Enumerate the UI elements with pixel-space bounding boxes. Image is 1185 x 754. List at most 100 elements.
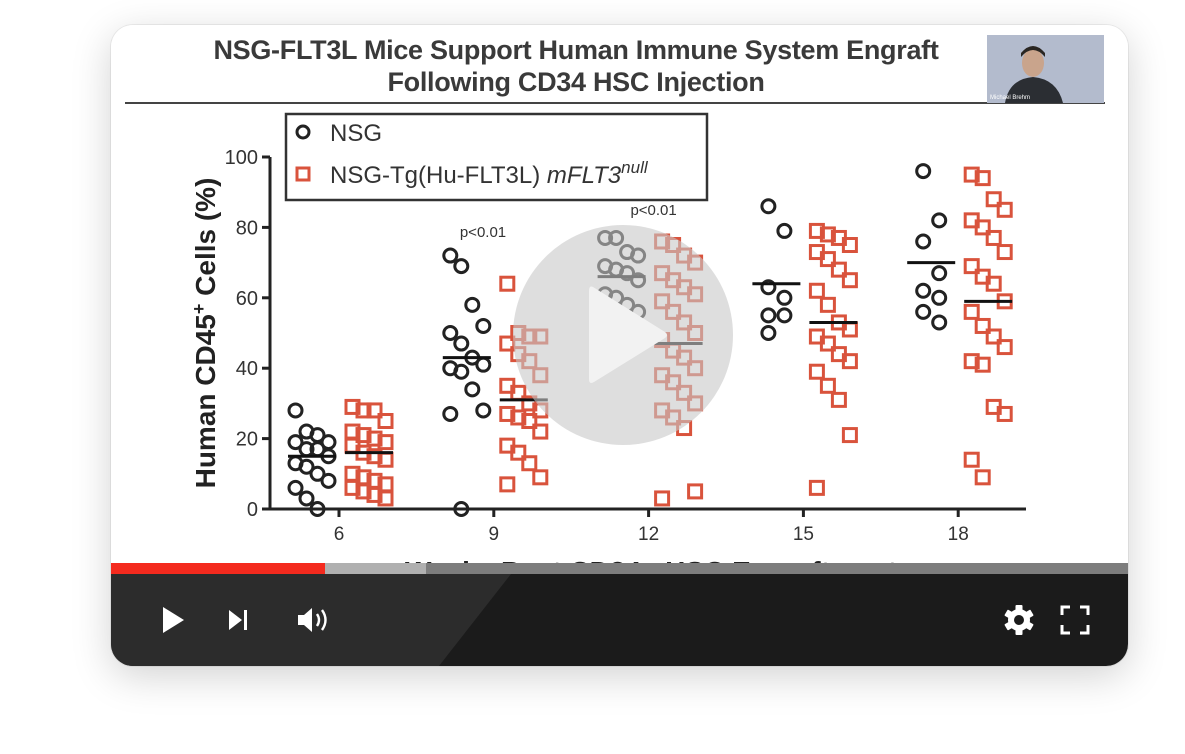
big-play-button[interactable]	[513, 225, 733, 445]
nsg-data-point	[309, 501, 326, 517]
flt3l-data-point	[963, 303, 980, 320]
fullscreen-icon	[1060, 605, 1090, 635]
y-tick-label: 60	[236, 288, 258, 310]
y-tick-label: 40	[236, 358, 258, 380]
play-button[interactable]	[155, 602, 191, 638]
flt3l-data-point	[963, 451, 980, 468]
nsg-data-point	[287, 479, 304, 496]
nsg-data-point	[931, 289, 948, 306]
settings-button[interactable]	[1001, 602, 1037, 638]
flt3l-data-point	[985, 229, 1002, 246]
flt3l-data-point	[366, 448, 383, 465]
nsg-data-point	[453, 363, 470, 380]
flt3l-data-point	[841, 237, 858, 253]
legend-label: NSG	[330, 120, 382, 147]
presenter-avatar	[987, 35, 1104, 103]
nsg-data-point	[760, 198, 777, 215]
flt3l-data-point	[521, 455, 538, 472]
nsg-data-point	[776, 307, 793, 324]
gear-icon	[1004, 605, 1034, 635]
nsg-data-point	[287, 402, 304, 419]
slide-title-line-2: Following CD34 HSC Injection	[387, 67, 765, 97]
flt3l-data-point	[521, 413, 538, 429]
nsg-data-point	[915, 282, 932, 299]
nsg-data-point	[915, 163, 932, 180]
flt3l-data-point	[366, 430, 383, 447]
x-tick-label: 12	[638, 524, 659, 545]
nsg-data-point	[760, 279, 777, 296]
play-icon	[163, 607, 184, 633]
flt3l-data-point	[344, 479, 361, 496]
flt3l-data-point	[344, 398, 361, 415]
flt3l-data-point	[819, 377, 836, 394]
flt3l-data-point	[963, 258, 980, 275]
flt3l-data-point	[377, 413, 394, 429]
played-bar	[111, 563, 325, 574]
nsg-data-point	[475, 402, 492, 419]
flt3l-data-point	[377, 490, 394, 507]
p-value-annotation: p<0.01	[630, 202, 676, 219]
progress-bar[interactable]	[111, 563, 1128, 574]
flt3l-data-point	[808, 282, 825, 299]
flt3l-data-point	[819, 296, 836, 313]
nsg-data-point	[760, 307, 777, 324]
flt3l-data-point	[985, 275, 1002, 292]
flt3l-data-point	[974, 170, 991, 187]
flt3l-data-point	[841, 427, 858, 444]
presenter-webcam: Michael Brehm	[987, 35, 1104, 103]
nsg-data-point	[442, 405, 459, 422]
flt3l-data-point	[355, 427, 372, 444]
fullscreen-button[interactable]	[1057, 602, 1093, 638]
video-frame[interactable]: NSG-FLT3L Mice Support Human Immune Syst…	[111, 25, 1128, 563]
nsg-data-point	[475, 356, 492, 373]
flt3l-data-point	[819, 335, 836, 352]
flt3l-data-point	[377, 434, 394, 451]
flt3l-data-point	[830, 261, 847, 278]
control-bar	[111, 574, 1128, 666]
flt3l-data-point	[808, 222, 825, 239]
next-button[interactable]	[220, 602, 256, 638]
y-tick-label: 0	[247, 499, 258, 521]
p-value-annotation: p<0.01	[460, 224, 506, 241]
flt3l-data-point	[355, 402, 372, 419]
flt3l-data-point	[974, 219, 991, 236]
nsg-data-point	[309, 465, 326, 482]
flt3l-data-point	[963, 166, 980, 183]
big-play-icon	[589, 286, 667, 383]
volume-button[interactable]	[295, 602, 331, 638]
nsg-data-point	[931, 314, 948, 331]
nsg-data-point	[475, 317, 492, 334]
nsg-data-point	[915, 303, 932, 320]
flt3l-data-point	[499, 476, 516, 493]
legend-square-marker	[295, 166, 311, 182]
nsg-data-point	[320, 472, 337, 489]
flt3l-data-point	[499, 275, 516, 292]
flt3l-data-point	[841, 272, 858, 289]
nsg-data-point	[464, 296, 481, 313]
legend-box	[284, 112, 709, 202]
y-tick-label: 100	[225, 147, 258, 169]
x-tick-label: 15	[793, 524, 814, 545]
flt3l-data-point	[687, 483, 704, 500]
flt3l-data-point	[974, 469, 991, 486]
flt3l-data-point	[841, 353, 858, 370]
flt3l-data-point	[996, 244, 1013, 261]
nsg-data-point	[298, 490, 315, 507]
y-tick-label: 80	[236, 217, 258, 239]
nsg-data-point	[931, 265, 948, 282]
slide-title-line-1: NSG-FLT3L Mice Support Human Immune Syst…	[213, 35, 939, 65]
video-player: NSG-FLT3L Mice Support Human Immune Syst…	[111, 25, 1128, 666]
nsg-data-point	[442, 247, 459, 264]
nsg-data-point	[464, 381, 481, 398]
flt3l-data-point	[366, 486, 383, 503]
nsg-data-point	[453, 335, 470, 352]
x-tick-label: 9	[489, 524, 500, 545]
nsg-data-point	[776, 222, 793, 239]
nsg-data-point	[453, 501, 470, 517]
x-tick-label: 6	[334, 524, 345, 545]
x-axis-label: Weeks Post CD34+ HSC Engraftment	[405, 556, 897, 563]
flt3l-data-point	[996, 201, 1013, 218]
nsg-data-point	[287, 434, 304, 451]
